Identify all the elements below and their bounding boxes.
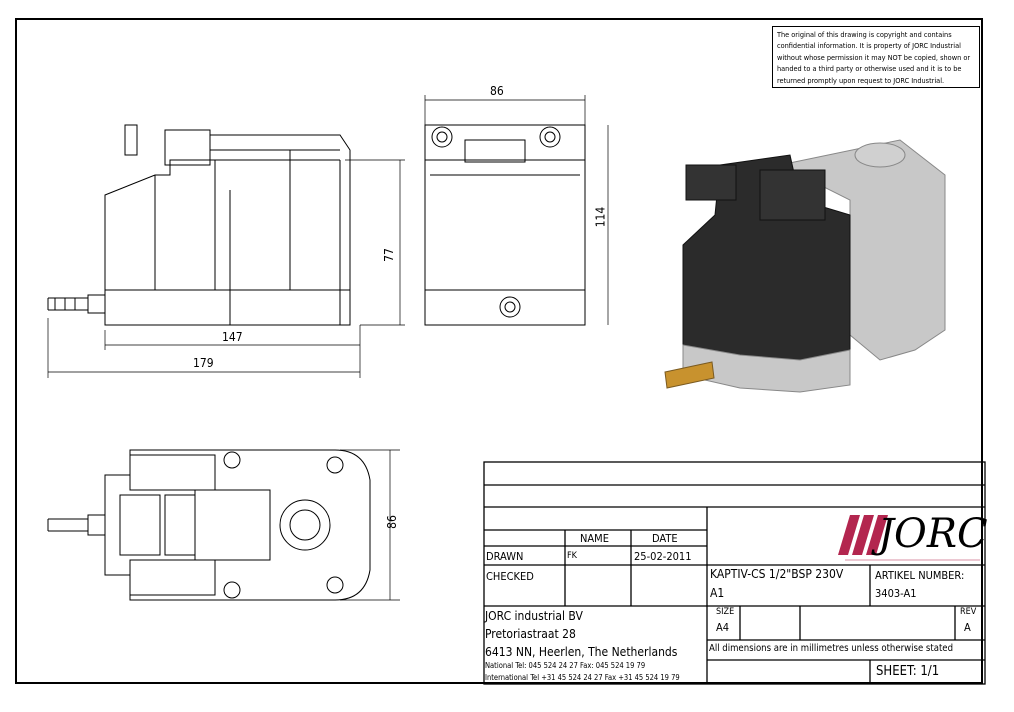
product-variant: A1 (710, 586, 725, 600)
size-value: A4 (716, 621, 730, 634)
date-header: DATE (652, 532, 678, 545)
jorc-logo: JORC (878, 511, 988, 557)
drawing-frame (15, 18, 983, 684)
dim-side-width: 86 (490, 84, 504, 98)
artikel-number: 3403-A1 (875, 587, 917, 600)
name-header: NAME (580, 532, 609, 545)
company-city: 6413 NN, Heerlen, The Netherlands (485, 645, 678, 659)
size-label: SIZE (716, 607, 735, 617)
dimensions-note: All dimensions are in millimetres unless… (709, 643, 953, 654)
rev-value: A (964, 621, 971, 634)
product-name: KAPTIV-CS 1/2"BSP 230V (710, 567, 844, 581)
drawn-label: DRAWN (486, 550, 524, 563)
dim-side-height: 114 (593, 206, 608, 228)
dim-front-body-length: 147 (222, 330, 243, 344)
drawn-date: 25-02-2011 (634, 550, 692, 563)
drawn-name: FK (567, 551, 577, 561)
title-block (483, 461, 986, 685)
front-view (47, 124, 405, 378)
side-view (424, 95, 609, 326)
national-contact: National Tel: 045 524 24 27 Fax: 045 524… (485, 661, 646, 670)
company-street: Pretoriastraat 28 (485, 627, 576, 641)
product-render (664, 139, 946, 393)
rev-label: REV (960, 607, 977, 617)
sheet-number: SHEET: 1/1 (876, 664, 940, 679)
copyright-notice: The original of this drawing is copyrigh… (772, 26, 980, 88)
international-contact: International Tel +31 45 524 24 27 Fax +… (485, 673, 680, 682)
top-view (47, 449, 400, 601)
company-name: JORC industrial BV (485, 609, 583, 623)
logo-stripes (838, 515, 888, 555)
dim-front-height: 77 (381, 248, 396, 262)
dim-top-width: 86 (384, 515, 399, 529)
checked-label: CHECKED (486, 570, 534, 583)
dim-front-total-length: 179 (193, 356, 214, 370)
artikel-label: ARTIKEL NUMBER: (875, 569, 965, 582)
